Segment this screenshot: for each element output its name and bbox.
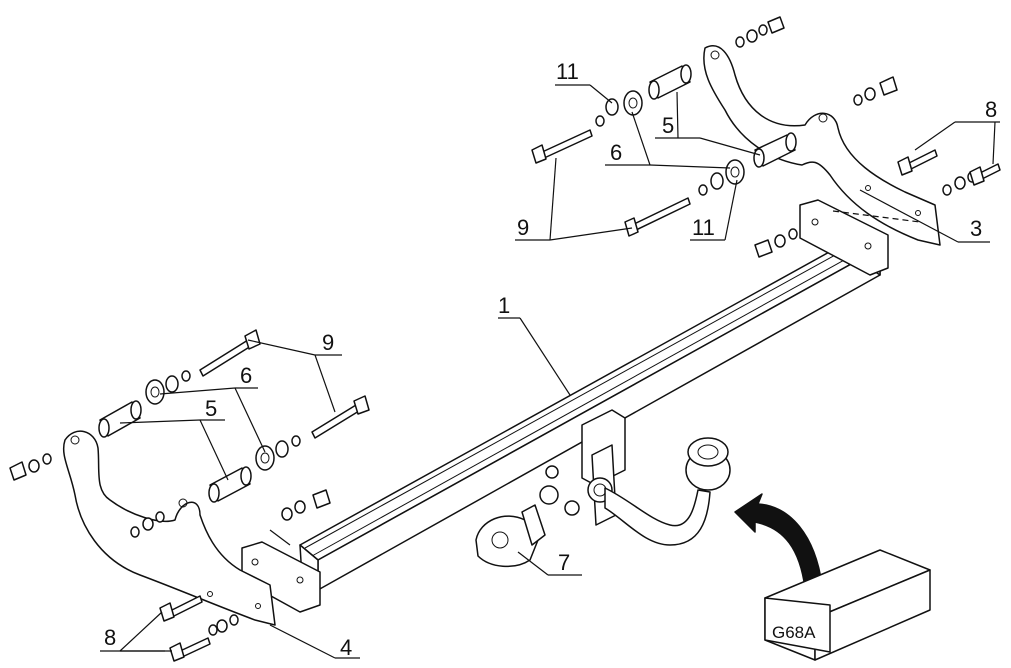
callout-8-left: 8 — [104, 625, 116, 650]
right-end-plate — [799, 199, 889, 276]
bolt-top-upper — [531, 129, 593, 164]
leader-lines — [100, 84, 1000, 659]
nuts-top-right — [735, 16, 977, 258]
install-direction-arrow — [734, 493, 823, 589]
left-side-bracket — [63, 430, 276, 626]
washers-top — [595, 90, 745, 196]
callout-11-lower: 11 — [692, 215, 715, 240]
bolt-left-upper — [199, 329, 261, 377]
socket-bolts — [539, 465, 580, 516]
callout-9-left: 9 — [322, 330, 334, 355]
bolts-right — [897, 149, 1001, 186]
right-side-bracket — [703, 45, 941, 246]
callout-7: 7 — [558, 550, 570, 575]
towball-neck — [604, 487, 711, 546]
callout-9-top: 9 — [517, 215, 529, 240]
callout-6-top: 6 — [610, 140, 622, 165]
kit-box-code: G68A — [772, 623, 816, 642]
nuts-left — [9, 453, 331, 636]
callout-4: 4 — [340, 635, 352, 660]
callout-11-upper: 11 — [556, 59, 579, 84]
spacer-tube-top-a — [648, 64, 692, 100]
callout-5-top: 5 — [662, 113, 674, 138]
bolts-left-bottom — [159, 595, 211, 662]
washers-left — [145, 370, 301, 471]
callout-5-left: 5 — [205, 396, 217, 421]
bolt-left-lower — [311, 395, 370, 439]
spacer-tube-left-b — [208, 466, 252, 503]
kit-box — [764, 549, 931, 661]
socket-plate — [475, 504, 546, 568]
bolt-top-lower — [624, 197, 691, 237]
towball-cap — [685, 437, 731, 491]
callout-6-left: 6 — [240, 363, 252, 388]
callout-1: 1 — [498, 293, 510, 318]
callout-3: 3 — [970, 216, 982, 241]
callout-8-top: 8 — [985, 97, 997, 122]
spacer-tube-left-a — [98, 400, 142, 438]
spacer-tube-top-b — [753, 132, 797, 168]
